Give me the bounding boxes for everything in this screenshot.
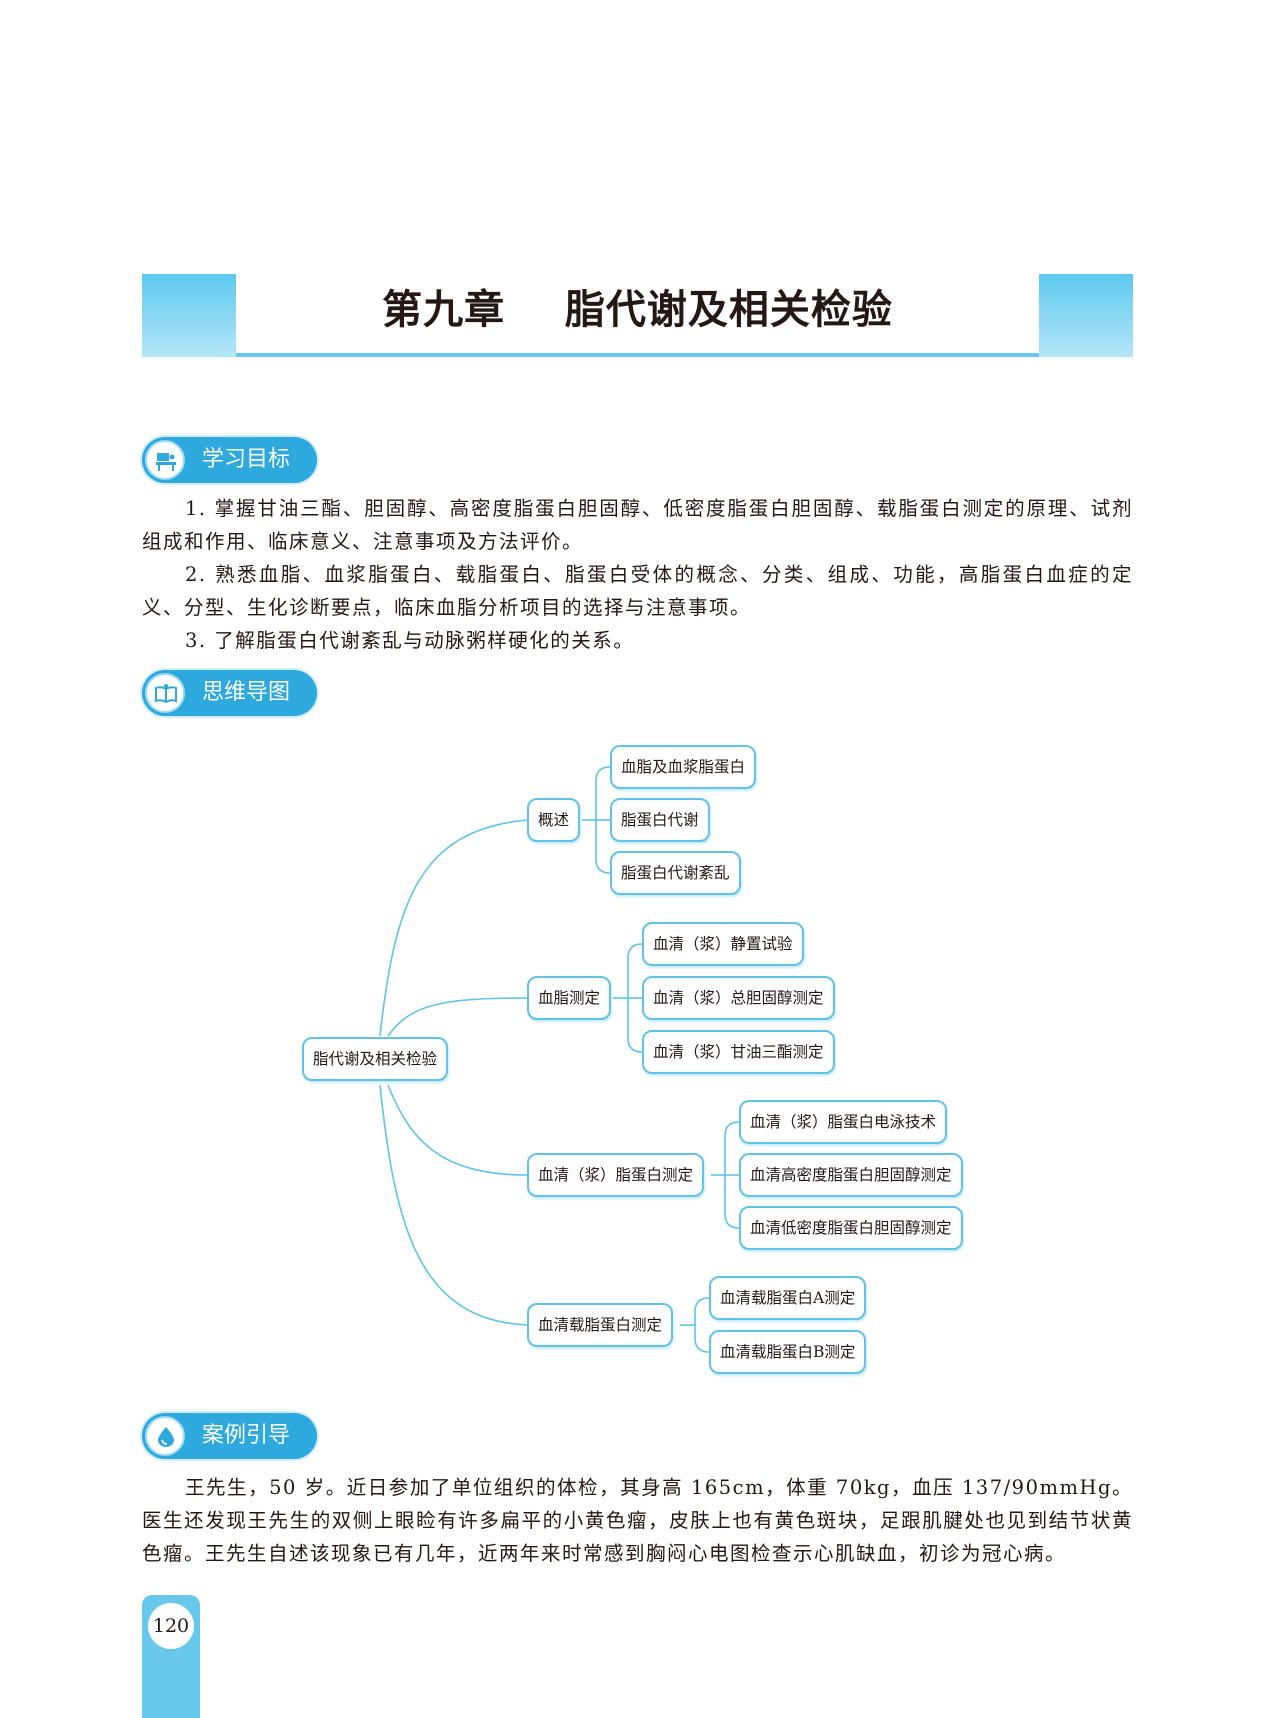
objective-1: 1. 掌握甘油三酯、胆固醇、高密度脂蛋白胆固醇、低密度脂蛋白胆固醇、载脂蛋白测定… bbox=[142, 497, 1133, 553]
mindmap-branch-blood-lipid: 血脂测定 bbox=[527, 976, 612, 1020]
section-case-label: 案例引导 bbox=[202, 1423, 291, 1448]
open-book-icon bbox=[145, 673, 185, 713]
objective-2: 2. 熟悉血脂、血浆脂蛋白、载脂蛋白、脂蛋白受体的概念、分类、组成、功能，高脂蛋… bbox=[142, 563, 1133, 619]
mindmap-leaf: 血脂及血浆脂蛋白 bbox=[610, 745, 757, 789]
mindmap-leaf: 血清（浆）甘油三酯测定 bbox=[642, 1030, 835, 1074]
mindmap-root: 脂代谢及相关检验 bbox=[302, 1037, 449, 1081]
mindmap-branch-apolipoprotein: 血清载脂蛋白测定 bbox=[527, 1303, 674, 1347]
title-block-left bbox=[142, 274, 236, 357]
section-mindmap-label: 思维导图 bbox=[202, 680, 291, 705]
chapter-title: 第九章 脂代谢及相关检验 bbox=[382, 286, 893, 333]
mindmap-leaf: 血清载脂蛋白A测定 bbox=[709, 1276, 867, 1320]
title-underline bbox=[236, 353, 1039, 357]
mindmap-leaf: 脂蛋白代谢紊乱 bbox=[610, 851, 741, 895]
water-drop-icon bbox=[145, 1416, 185, 1456]
mindmap-branch-lipoprotein: 血清（浆）脂蛋白测定 bbox=[527, 1153, 705, 1197]
section-objectives-label: 学习目标 bbox=[202, 447, 291, 472]
section-mindmap-header: 思维导图 bbox=[142, 670, 317, 716]
mindmap-leaf: 血清（浆）总胆固醇测定 bbox=[642, 976, 835, 1020]
section-objectives-header: 学习目标 bbox=[142, 437, 317, 483]
mindmap-leaf: 血清（浆）脂蛋白电泳技术 bbox=[739, 1100, 948, 1144]
section-case-header: 案例引导 bbox=[142, 1413, 317, 1459]
mindmap-leaf: 血清载脂蛋白B测定 bbox=[709, 1330, 867, 1374]
page-number: 120 bbox=[148, 1603, 194, 1649]
case-text: 王先生，50 岁。近日参加了单位组织的体检，其身高 165cm，体重 70kg，… bbox=[142, 1476, 1133, 1565]
teacher-desk-icon bbox=[145, 440, 185, 480]
mindmap-branch-overview: 概述 bbox=[527, 798, 581, 842]
mindmap-leaf: 血清低密度脂蛋白胆固醇测定 bbox=[739, 1206, 963, 1250]
mindmap-leaf: 脂蛋白代谢 bbox=[610, 798, 710, 842]
objective-3: 3. 了解脂蛋白代谢紊乱与动脉粥样硬化的关系。 bbox=[185, 629, 635, 652]
mindmap-leaf: 血清（浆）静置试验 bbox=[642, 922, 804, 966]
mindmap-leaf: 血清高密度脂蛋白胆固醇测定 bbox=[739, 1153, 963, 1197]
title-block-right bbox=[1039, 274, 1133, 357]
